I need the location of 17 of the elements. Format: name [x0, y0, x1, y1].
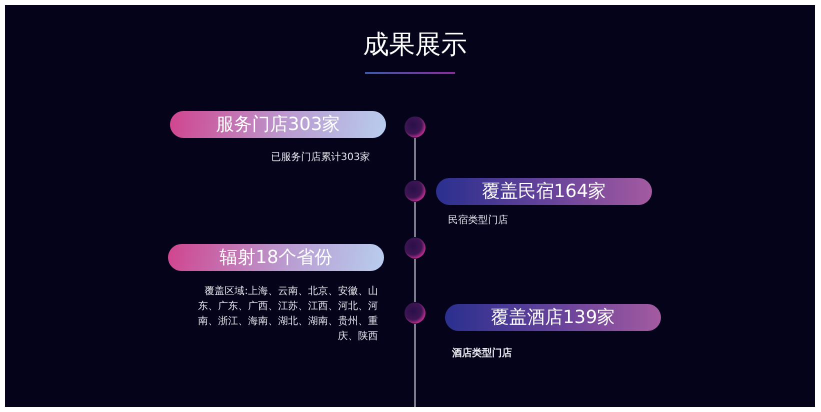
timeline-line	[414, 202, 416, 237]
description-text: 民宿类型门店	[448, 214, 509, 228]
timeline-dot	[404, 180, 426, 202]
title-pill: 服务门店303家	[170, 111, 386, 138]
timeline-line	[414, 138, 416, 180]
description-text: 酒店类型门店	[452, 346, 513, 361]
timeline-dot	[404, 116, 426, 138]
timeline-dot	[404, 302, 426, 324]
timeline-line	[414, 259, 416, 302]
title-pill: 覆盖酒店139家	[445, 304, 661, 331]
title-pill: 覆盖民宿164家	[436, 178, 652, 205]
description-text: 已服务门店累计303家	[270, 150, 370, 165]
title-pill: 辐射18个省份	[168, 244, 384, 271]
timeline-line	[414, 324, 416, 407]
description-text: 覆盖区域:上海、云南、北京、安徽、山东、广东、广西、江苏、江西、河北、河南、浙江、海南、湖北、湖南、贵州、重庆、陕西	[197, 284, 378, 344]
timeline-dot	[404, 237, 426, 259]
title: 成果展示	[362, 29, 468, 62]
